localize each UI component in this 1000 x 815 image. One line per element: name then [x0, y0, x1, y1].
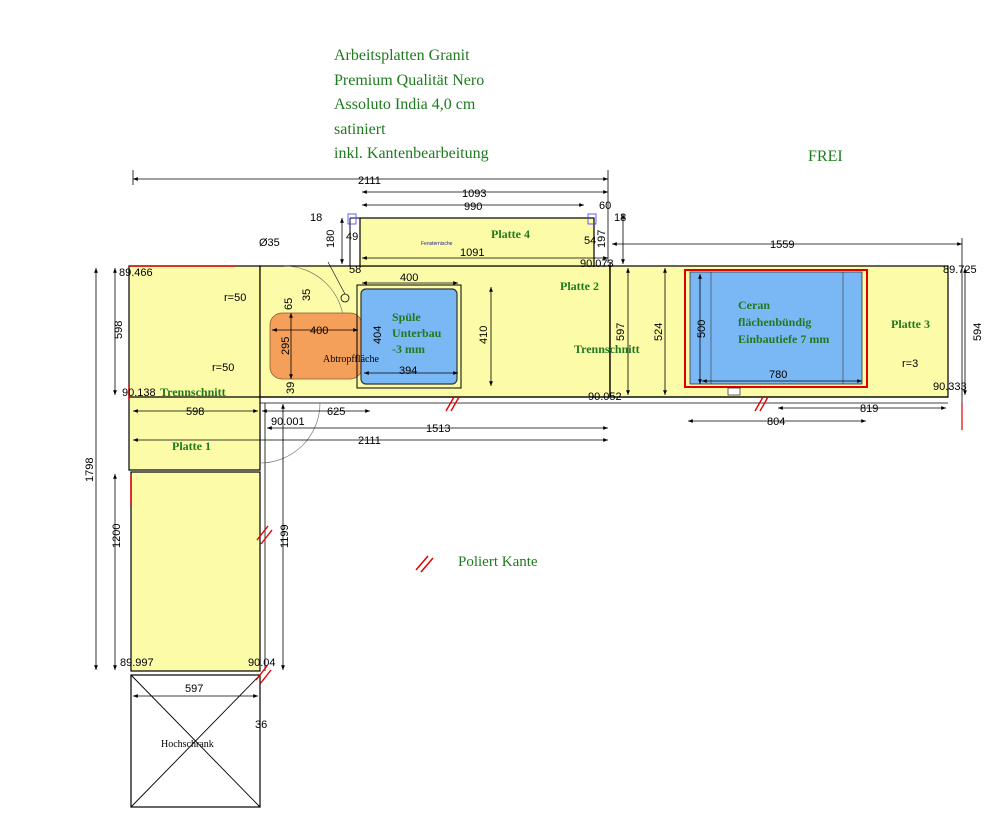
title-block: Arbeitsplatten Granit Premium Qualität N…: [334, 44, 574, 167]
dim-1091: 1091: [460, 247, 484, 259]
dim-65: 65: [283, 298, 295, 310]
angle-90-138: 90.138: [122, 387, 156, 399]
label-trennschnitt-right: Trennschnitt: [574, 342, 640, 356]
angle-90-001: 90.001: [271, 416, 305, 428]
dim-1200: 1200: [111, 524, 123, 548]
dim-295: 295: [280, 337, 292, 355]
dim-1199: 1199: [279, 524, 291, 548]
label-platte-2: Platte 2: [560, 279, 599, 293]
dim-990: 990: [464, 201, 482, 213]
legend-label: Poliert Kante: [458, 554, 538, 570]
label-sink-line-1: Spüle: [392, 310, 421, 324]
dim-54: 54: [584, 235, 596, 247]
title-line-1: Arbeitsplatten Granit: [334, 47, 470, 64]
dim-819: 819: [860, 403, 878, 415]
dim-39: 39: [285, 382, 297, 394]
dim-410: 410: [478, 326, 490, 344]
legend: Poliert Kante: [412, 552, 592, 576]
dim-597-vertical: 597: [615, 323, 627, 341]
dim-394: 394: [399, 365, 417, 377]
platte-1-lower: [130, 471, 261, 672]
angle-89-997: 89.997: [120, 657, 154, 669]
dim-400-sink: 400: [400, 272, 418, 284]
angle-90-073: 90.073: [580, 258, 614, 270]
label-ceran-line-2: flächenbündig: [738, 315, 811, 329]
dim-35-diameter: Ø35: [259, 237, 280, 249]
dim-49: 49: [346, 231, 358, 243]
dim-35: 35: [301, 289, 313, 301]
dim-1798: 1798: [84, 458, 96, 482]
dim-2111-top: 2111: [358, 175, 381, 187]
swing-arc-2: [259, 402, 321, 464]
angle-89-725: 89.725: [943, 264, 977, 276]
dim-404: 404: [372, 326, 384, 344]
dim-36: 36: [255, 719, 267, 731]
dim-1093: 1093: [462, 188, 486, 200]
dim-180: 180: [325, 230, 337, 248]
label-fensternische: Fensternische: [421, 241, 453, 247]
polished-edge-symbol: [415, 555, 434, 573]
title-line-2: Premium Qualität Nero: [334, 71, 485, 89]
dim-598-horizontal: 598: [186, 406, 204, 418]
polished-edge-markers: [255, 396, 769, 685]
dim-594: 594: [972, 323, 984, 341]
dim-1513: 1513: [426, 423, 450, 435]
dim-400-drain: 400: [310, 325, 328, 337]
cooktop: [684, 269, 868, 396]
dim-598-vertical: 598: [113, 321, 125, 339]
title-line-4: satiniert: [334, 120, 386, 138]
label-ceran-line-1: Ceran: [738, 298, 770, 312]
label-sink-line-2: Unterbau: [392, 326, 442, 340]
angle-90-333: 90.333: [933, 381, 967, 393]
angle-90-04: 90.04: [248, 657, 276, 669]
title-line-5: inkl. Kantenbearbeitung: [334, 145, 489, 162]
dim-58: 58: [349, 264, 361, 276]
dim-2111-middle: 2111: [358, 435, 381, 447]
dim-500: 500: [696, 320, 708, 338]
dim-18a: 18: [310, 212, 322, 224]
radius-3: r=3: [902, 358, 918, 370]
label-abtropfflaeche: Abtropffläche: [323, 354, 379, 365]
angle-89-466: 89.466: [119, 267, 153, 279]
radius-50-b: r=50: [212, 362, 234, 374]
angle-90-052: 90.052: [588, 391, 622, 403]
dim-1559: 1559: [770, 239, 794, 251]
dim-524: 524: [653, 323, 665, 341]
dim-780: 780: [769, 369, 787, 381]
dim-597-horizontal: 597: [185, 683, 203, 695]
dim-18b: 18: [614, 212, 626, 224]
label-sink-line-3: -3 mm: [392, 342, 425, 356]
slab-labels: Platte 1 Platte 2 Platte 3 Platte 4 Fens…: [160, 227, 930, 750]
label-hochschrank: Hochschrank: [161, 739, 214, 750]
sink: [327, 261, 462, 389]
label-platte-4: Platte 4: [491, 227, 530, 241]
dim-60: 60: [599, 200, 611, 212]
dim-804: 804: [767, 416, 785, 428]
dim-625: 625: [327, 406, 345, 418]
radius-50-a: r=50: [224, 292, 246, 304]
label-ceran-line-3: Einbautiefe 7 mm: [738, 332, 829, 346]
title-line-3: Assoluto India 4,0 cm: [334, 96, 476, 113]
frei-label: FREI: [808, 148, 843, 165]
dimension-lines: [94, 170, 967, 698]
label-platte-3: Platte 3: [891, 317, 930, 331]
dimension-texts: 2111 1093 990 60 18 18 180 49 54 197 109…: [84, 175, 984, 731]
label-platte-1: Platte 1: [172, 439, 211, 453]
dim-197: 197: [596, 230, 608, 248]
label-trennschnitt-left: Trennschnitt: [160, 385, 226, 399]
